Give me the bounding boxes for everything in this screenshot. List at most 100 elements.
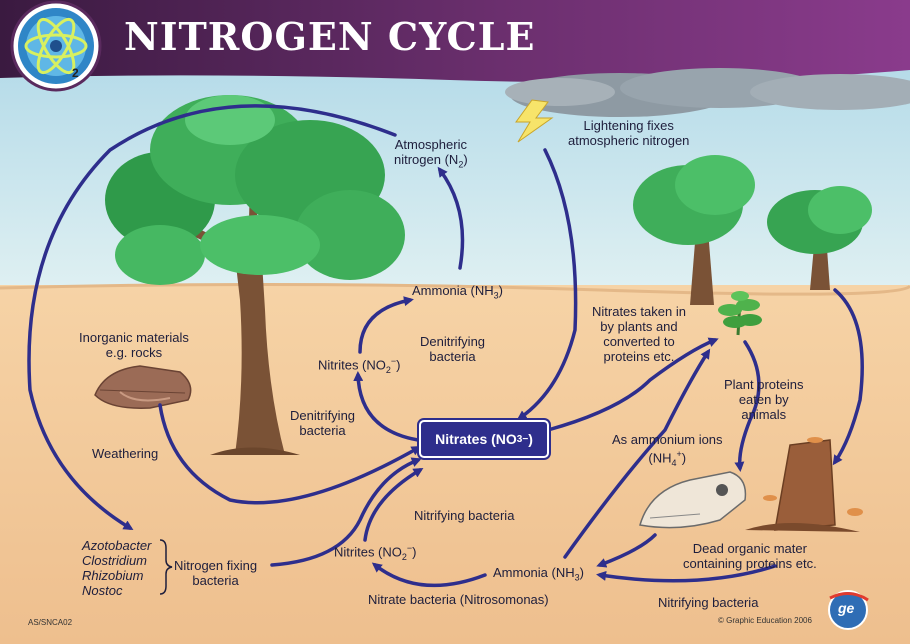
- arrow-ammonia-to-atmosphere: [437, 166, 465, 270]
- arrow-nitrates-to-nitrites: [353, 371, 420, 442]
- ammonia-top-end: ): [498, 283, 503, 298]
- nitrites-top-end: ): [396, 357, 401, 373]
- label-ammonia-top: Ammonia (NH3): [412, 283, 503, 304]
- species-item: Nostoc: [82, 583, 123, 598]
- ammonia-bottom-sub: 3: [574, 572, 580, 583]
- label-plant-proteins: Plant proteins eaten by animals: [724, 377, 804, 422]
- nitrates-taken-line4: proteins etc.: [603, 349, 675, 364]
- ammonia-bottom-end: ): [579, 565, 584, 580]
- nitrites-bottom-sub: 2: [401, 551, 407, 562]
- arrow-nitrites-to-ammonia: [358, 296, 414, 354]
- ammonium-sub: 4: [671, 457, 677, 468]
- arrow-nitrites-to-nitrates: [363, 467, 424, 542]
- label-atmospheric-nitrogen: Atmospheric nitrogen (N2): [394, 137, 468, 173]
- right-trees: [633, 155, 872, 305]
- label-nitrates-taken-in: Nitrates taken in by plants and converte…: [592, 304, 686, 364]
- bacteria-species-list: Azotobacter Clostridium Rhizobium Nostoc: [82, 538, 151, 598]
- label-ammonium-ions: As ammonium ions (NH4+): [612, 432, 723, 471]
- page-title: NITROGEN CYCLE: [124, 14, 536, 59]
- label-nitrites-top: Nitrites (NO2−): [318, 354, 401, 378]
- dead-tree-stump: [745, 437, 863, 532]
- arrow-fixers-to-nitrates: [270, 457, 422, 567]
- nitrites-top-sub: 2: [385, 364, 391, 375]
- plant-proteins-line1: Plant proteins: [724, 377, 804, 392]
- ammonia-bottom-text: Ammonia (NH: [493, 565, 575, 580]
- species-item: Rhizobium: [82, 568, 144, 583]
- arrow-atmosphere-to-fixers: [27, 104, 397, 531]
- atmospheric-line2: nitrogen (N: [394, 152, 459, 167]
- storm-cloud: [505, 68, 910, 117]
- title-banner: [0, 0, 910, 83]
- ammonia-top-text: Ammonia (NH: [412, 283, 494, 298]
- inorganic-line2: e.g. rocks: [105, 345, 163, 360]
- nitrates-box-text: Nitrates (NO: [435, 431, 517, 447]
- arrow-ammonium-to-plants: [563, 348, 711, 559]
- nitrites-top-text: Nitrites (NO: [318, 357, 386, 373]
- arrow-nitrifying-to-ammonia: [596, 564, 777, 583]
- ammonium-line2: (NH: [648, 450, 672, 466]
- nitrates-taken-line1: Nitrates taken in: [592, 304, 686, 319]
- nitrites-bottom-text: Nitrites (NO: [334, 544, 402, 560]
- ammonium-line1: As ammonium ions: [612, 432, 723, 447]
- arrow-trees-to-dead: [832, 288, 864, 466]
- nitrites-bottom-end: ): [412, 544, 417, 560]
- label-denitrifying-left: Denitrifying bacteria: [290, 408, 355, 438]
- atmospheric-end: ): [463, 152, 468, 167]
- denitrifying-left-line2: bacteria: [299, 423, 346, 438]
- nitrates-box-end: ): [528, 431, 533, 447]
- plant-proteins-line2: eaten by: [738, 392, 789, 407]
- label-ammonia-bottom: Ammonia (NH3): [493, 565, 584, 586]
- label-inorganic-materials: Inorganic materials e.g. rocks: [79, 330, 189, 360]
- footer-code: AS/SNCA02: [28, 618, 73, 627]
- ge-logo-text: ge: [838, 600, 855, 616]
- denitrifying-left-line1: Denitrifying: [290, 408, 356, 423]
- arrow-lightning-to-nitrates: [516, 148, 578, 421]
- dead-organic-line1: Dead organic mater: [692, 541, 807, 556]
- ammonia-top-sub: 3: [493, 290, 499, 301]
- atmospheric-line1: Atmospheric: [394, 137, 467, 152]
- nitrites-bottom-sup: −: [406, 543, 413, 553]
- label-weathering: Weathering: [92, 446, 159, 461]
- nitrates-taken-line2: by plants and: [600, 319, 678, 334]
- nitrates-box-sup: −: [522, 433, 529, 445]
- inorganic-line1: Inorganic materials: [79, 330, 189, 345]
- arrow-plants-to-animals: [734, 340, 761, 472]
- species-item: Clostridium: [82, 553, 148, 568]
- denitrifying-right-line1: Denitrifying: [420, 334, 486, 349]
- nitrogen-fixing-line1: Nitrogen fixing: [174, 558, 258, 573]
- dead-organic-line2: containing proteins etc.: [683, 556, 817, 571]
- nitrogen-fixing-line2: bacteria: [192, 573, 239, 588]
- badge-number: 2: [72, 66, 79, 80]
- small-plant: [718, 291, 762, 336]
- arrow-dead-to-ammonia: [596, 533, 657, 568]
- label-nitrifying-bacteria-mid: Nitrifying bacteria: [414, 508, 515, 523]
- large-tree: [105, 95, 405, 455]
- label-nitrifying-bacteria-bottom: Nitrifying bacteria: [658, 595, 759, 610]
- label-denitrifying-right: Denitrifying bacteria: [420, 334, 485, 364]
- footer-copyright: © Graphic Education 2006: [718, 616, 812, 625]
- arrow-ammonia-to-nitrites: [371, 562, 487, 588]
- nitrates-taken-line3: converted to: [603, 334, 675, 349]
- rocks: [94, 365, 192, 409]
- atom-badge-icon: [10, 0, 102, 92]
- label-nitrogen-fixing-bacteria: Nitrogen fixing bacteria: [174, 558, 257, 588]
- species-brace: [159, 539, 173, 595]
- nitrates-box-sub: 3: [516, 433, 523, 445]
- ammonium-sup: +: [676, 449, 682, 459]
- arrow-nitrates-to-plants: [546, 337, 719, 432]
- plant-proteins-line3: animals: [741, 407, 787, 422]
- species-item: Azotobacter: [82, 538, 152, 553]
- arrow-weathering-to-nitrates: [158, 403, 422, 505]
- lightning-bolt-icon: [515, 99, 554, 143]
- denitrifying-right-line2: bacteria: [429, 349, 476, 364]
- atmospheric-sub: 2: [458, 159, 464, 170]
- label-dead-organic-matter: Dead organic mater containing proteins e…: [683, 541, 817, 571]
- ge-logo-icon: [828, 590, 869, 630]
- label-nitrites-bottom: Nitrites (NO2−): [334, 541, 417, 565]
- lightening-line1: Lightening fixes: [583, 118, 674, 133]
- cycle-arrows: [27, 104, 864, 588]
- lightening-line2: atmospheric nitrogen: [568, 133, 690, 148]
